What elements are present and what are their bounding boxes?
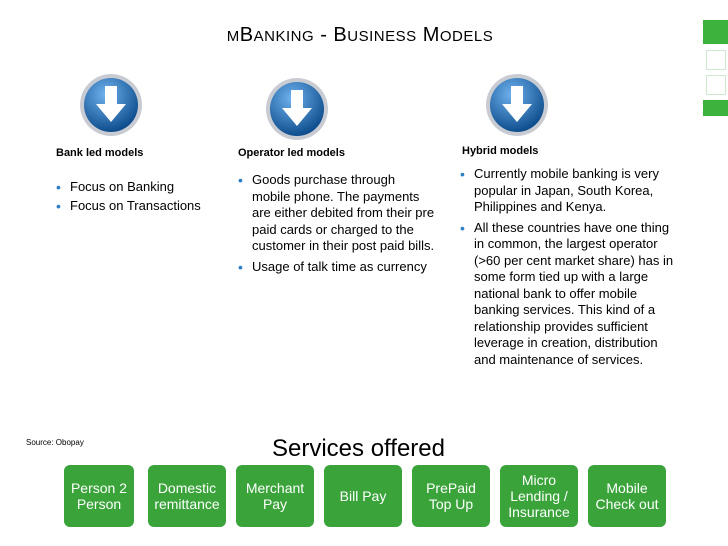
- list-item: Focus on Banking: [54, 179, 224, 196]
- slide-title: MBANKING - BUSINESS MODELS: [160, 24, 560, 47]
- column-heading-operator: Operator led models: [238, 147, 345, 159]
- service-mobile-check-out: Mobile Check out: [588, 465, 666, 527]
- service-merchant-pay: Merchant Pay: [236, 465, 314, 527]
- services-heading: Services offered: [272, 435, 445, 462]
- title-char: B: [333, 24, 348, 46]
- service-micro-lending: Micro Lending / Insurance: [500, 465, 578, 527]
- arrow-down-icon: [486, 74, 548, 136]
- title-char: M: [422, 24, 440, 46]
- arrow-down-icon: [266, 78, 328, 140]
- list-item: Focus on Transactions: [54, 198, 224, 215]
- title-char: M: [226, 28, 240, 45]
- source-note: Source: Obopay: [26, 438, 84, 447]
- service-prepaid-top-up: PrePaid Top Up: [412, 465, 490, 527]
- list-item: Goods purchase through mobile phone. The…: [236, 172, 436, 255]
- column-heading-bank: Bank led models: [56, 147, 144, 159]
- title-char: USINESS: [347, 28, 417, 45]
- operator-bullet-list: Goods purchase through mobile phone. The…: [236, 172, 436, 277]
- bank-bullet-list: Focus on Banking Focus on Transactions: [54, 179, 224, 216]
- service-bill-pay: Bill Pay: [324, 465, 402, 527]
- hybrid-bullet-list: Currently mobile banking is very popular…: [458, 166, 680, 370]
- list-item: Currently mobile banking is very popular…: [458, 166, 680, 216]
- title-char: -: [314, 24, 334, 46]
- service-person-2-person: Person 2 Person: [64, 465, 134, 527]
- title-char: B: [239, 24, 254, 46]
- decorative-side-bar: [703, 0, 728, 546]
- list-item: Usage of talk time as currency: [236, 259, 436, 276]
- title-char: ANKING: [253, 28, 315, 45]
- service-domestic-remittance: Domestic remittance: [148, 465, 226, 527]
- arrow-down-icon: [80, 74, 142, 136]
- list-item: All these countries have one thing in co…: [458, 220, 680, 369]
- column-heading-hybrid: Hybrid models: [462, 145, 539, 157]
- title-char: ODELS: [439, 28, 494, 45]
